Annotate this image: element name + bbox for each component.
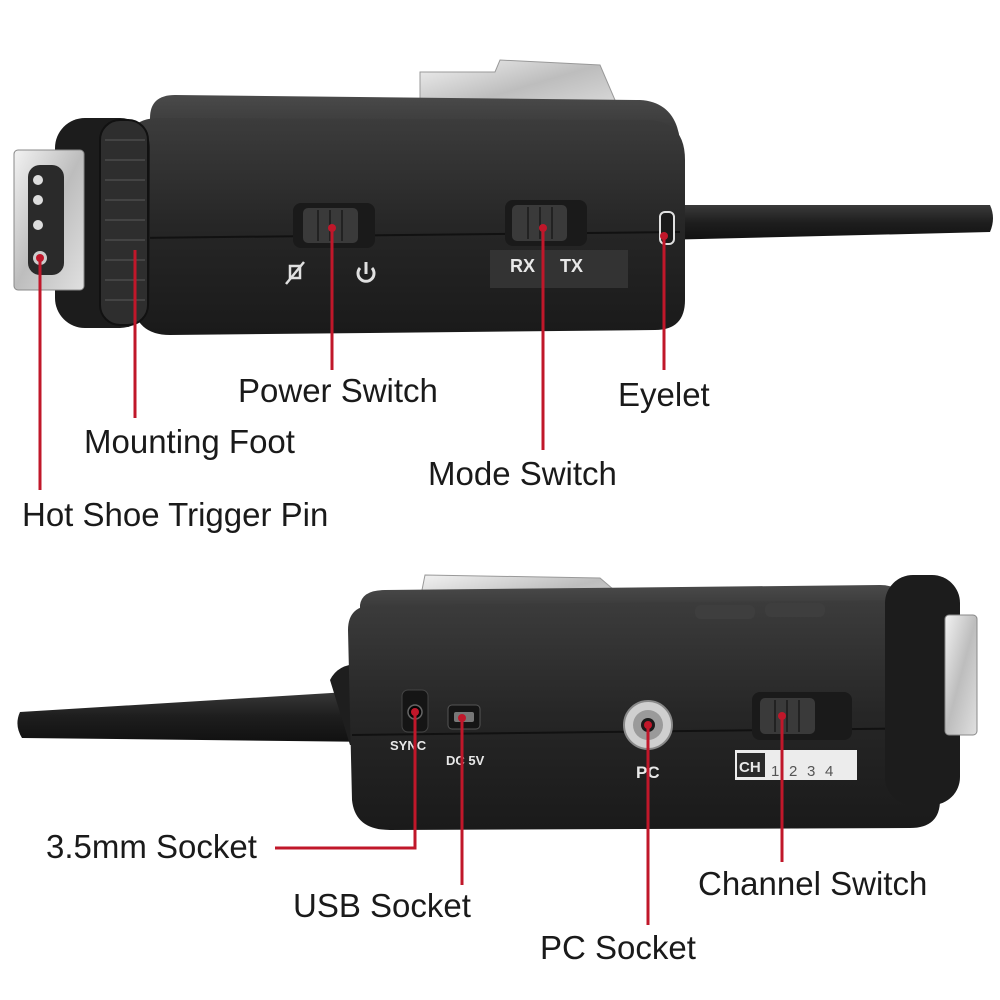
mute-icon: [285, 261, 305, 285]
mode-label-panel: [490, 250, 628, 288]
mode-switch-label: Mode Switch: [428, 455, 617, 492]
mode-switch-part: [505, 200, 587, 246]
channel-1: 1: [771, 763, 779, 780]
pc-socket-label: PC Socket: [540, 929, 696, 966]
bottom-antenna: [17, 690, 381, 742]
power-switch-label: Power Switch: [238, 372, 438, 409]
top-antenna: [660, 205, 993, 240]
dc-label: DC 5V: [446, 753, 485, 768]
leader-lines: [36, 224, 786, 925]
eyelet-label: Eyelet: [618, 376, 710, 413]
mounting-foot-label: Mounting Foot: [84, 423, 295, 460]
hot-shoe-foot: [13, 149, 85, 291]
channel-3: 3: [807, 763, 815, 780]
channel-switch-part: [752, 692, 852, 740]
power-icon: [356, 262, 376, 283]
hot-shoe-trigger-pin-label: Hot Shoe Trigger Pin: [22, 496, 329, 533]
channel-switch-label: Channel Switch: [698, 865, 928, 902]
channel-4: 4: [825, 763, 833, 780]
channel-2: 2: [789, 763, 797, 780]
sync-label: SYNC: [390, 738, 427, 753]
tx-label: TX: [560, 256, 583, 276]
bottom-device: SYNC DC 5V PC CH 1 2 3 4: [17, 574, 978, 830]
top-body: [130, 118, 685, 335]
top-device: RX TX: [13, 59, 993, 335]
usb-socket-label: USB Socket: [293, 887, 471, 924]
rx-label: RX: [510, 256, 535, 276]
socket-35mm-label: 3.5mm Socket: [46, 828, 257, 865]
leader-35mm-socket: [275, 712, 417, 850]
ch-label: CH: [739, 759, 761, 776]
